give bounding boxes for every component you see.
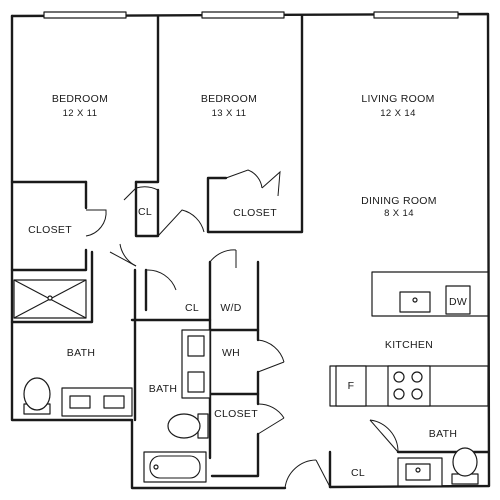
toilet-center <box>167 413 209 439</box>
vanity-right <box>397 457 443 487</box>
vanity-left <box>61 387 133 417</box>
closet-lower-label: CLOSET <box>214 408 258 420</box>
dining-room-label: DINING ROOM <box>361 195 437 207</box>
toilet-left <box>23 377 51 415</box>
bedroom-left-size: 12 X 11 <box>63 108 98 119</box>
bath-left-label: BATH <box>67 347 95 359</box>
cl-kitchen-label: CL <box>351 467 365 479</box>
bedroom-middle-size: 13 X 11 <box>212 108 247 119</box>
bedroom-left-label: BEDROOM <box>52 93 108 105</box>
kitchen-counter-upper <box>371 271 489 317</box>
washer-dryer-label: W/D <box>220 302 241 314</box>
kitchen-counter-lower <box>329 365 489 407</box>
kitchen-label: KITCHEN <box>385 339 433 351</box>
shower-stall <box>13 279 87 319</box>
vanity-center <box>181 329 211 399</box>
dishwasher-label: DW <box>449 296 467 308</box>
toilet-right <box>451 447 479 485</box>
living-room-label: LIVING ROOM <box>361 93 434 105</box>
bath-center-label: BATH <box>149 383 177 395</box>
closet-middle-label: CLOSET <box>233 207 277 219</box>
windows <box>43 11 459 19</box>
bedroom-middle-label: BEDROOM <box>201 93 257 105</box>
water-heater-label: WH <box>222 347 240 359</box>
living-room-size: 12 X 14 <box>380 108 416 119</box>
cl-upper-label: CL <box>138 206 152 218</box>
dining-room-size: 8 X 14 <box>384 208 414 219</box>
cl-hall-label: CL <box>185 302 199 314</box>
closet-left-label: CLOSET <box>28 224 72 236</box>
door-swings <box>85 169 399 489</box>
bath-right-label: BATH <box>429 428 457 440</box>
fridge-label: F <box>348 380 355 392</box>
bathtub <box>143 451 207 483</box>
